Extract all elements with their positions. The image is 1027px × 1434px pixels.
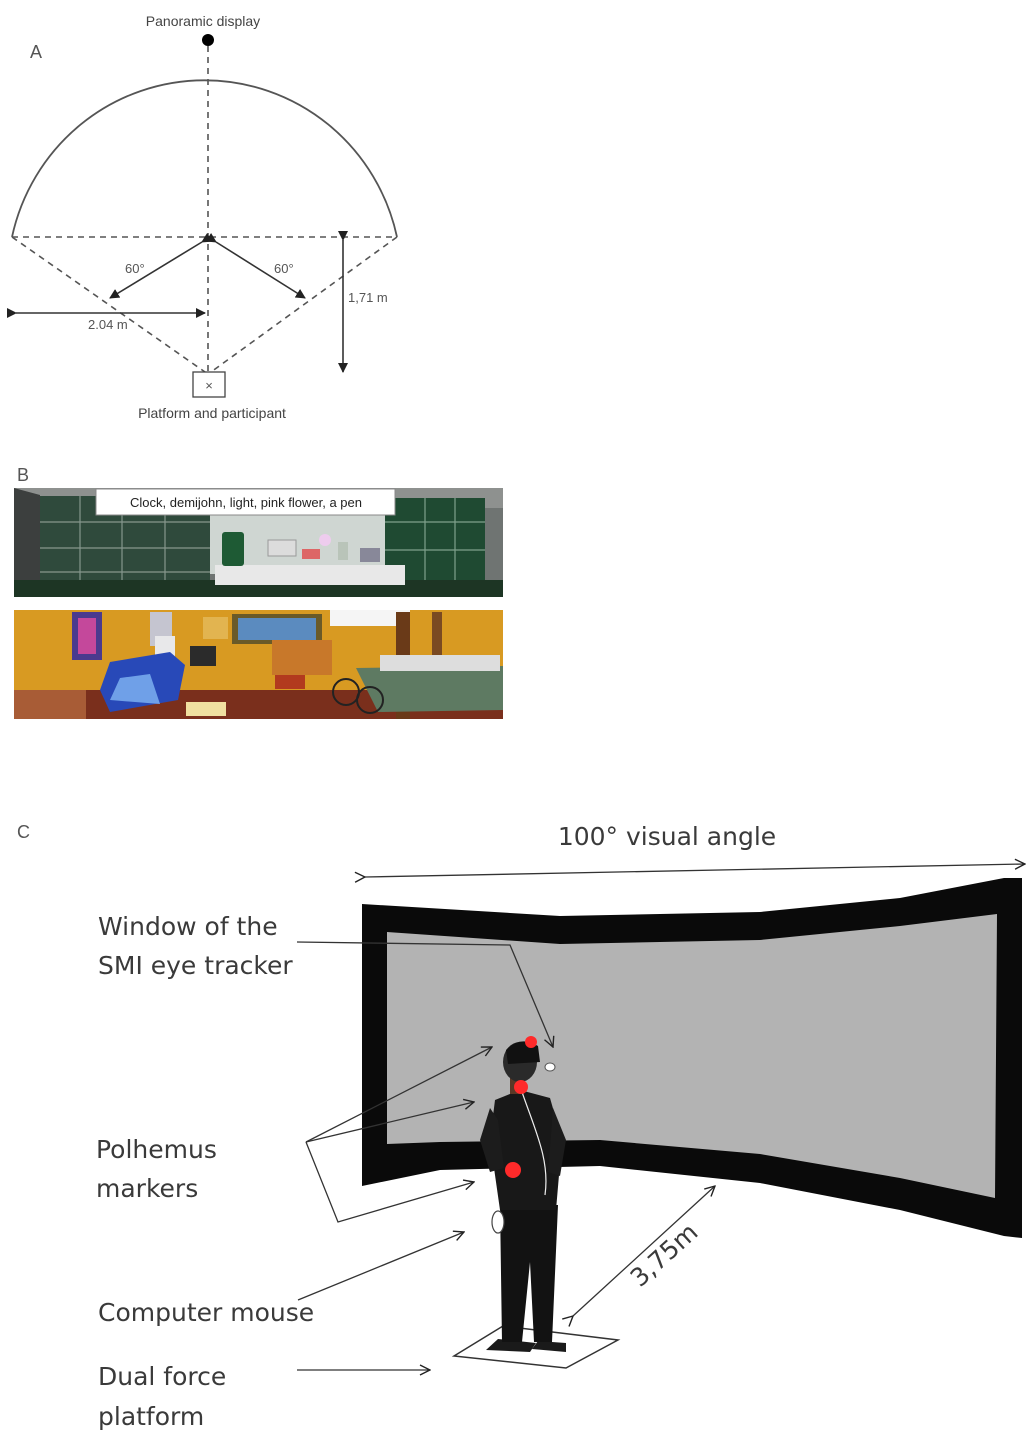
height-label: 1,71 m <box>348 290 388 305</box>
visual-angle-arrow <box>365 864 1025 877</box>
mouse-pointer <box>297 1232 464 1301</box>
participant-figure <box>480 1041 566 1352</box>
marker-hand <box>505 1162 521 1178</box>
visual-angle-label: 100° visual angle <box>558 822 776 851</box>
marker-pointer-hand <box>305 1141 474 1223</box>
panel-b: B Clock, demi <box>14 465 503 719</box>
marker-head <box>525 1036 537 1048</box>
panel-c: C 100° visual angle Window of the S <box>17 822 1025 1431</box>
panel-a: A Panoramic display 60° 60° 2.04 m 1,71 … <box>7 13 398 421</box>
platform-box <box>192 371 226 398</box>
marker-pointer-back <box>305 1102 474 1143</box>
marker-back <box>514 1080 528 1094</box>
eye-tracker-pointer <box>296 941 553 1047</box>
eye-tracker-label-line1: Window of the <box>98 912 278 941</box>
scene-caption-box <box>95 488 396 516</box>
platform-mark: × <box>205 378 213 393</box>
living-room-scene <box>14 610 503 719</box>
right-angle-arrow <box>205 232 306 299</box>
panel-a-label: A <box>30 42 42 62</box>
panel-b-label: B <box>17 465 29 485</box>
distance-arrow <box>573 1186 715 1316</box>
eye-tracker-label-line2: SMI eye tracker <box>98 951 293 980</box>
platform-participant-label: Platform and participant <box>138 405 286 421</box>
force-platform-label-line2: platform <box>98 1402 204 1431</box>
distance-label: 3,75m <box>625 1217 704 1292</box>
left-angle-label: 60° <box>125 261 145 276</box>
width-label: 2.04 m <box>88 317 128 332</box>
computer-mouse-label: Computer mouse <box>98 1298 314 1327</box>
markers-label-line1: Polhemus <box>96 1135 217 1164</box>
force-platform-label-line1: Dual force <box>98 1362 226 1391</box>
markers-label-line2: markers <box>96 1174 198 1203</box>
right-view-line <box>210 236 398 373</box>
panoramic-display-label: Panoramic display <box>146 13 260 29</box>
marker-pointer-head <box>305 1047 492 1143</box>
display-center-dot <box>202 34 214 46</box>
right-angle-label: 60° <box>274 261 294 276</box>
panoramic-display-arc <box>11 79 398 238</box>
scene-caption: Clock, demijohn, light, pink flower, a p… <box>130 495 362 510</box>
panel-c-label: C <box>17 822 30 842</box>
left-angle-arrow <box>109 233 213 299</box>
